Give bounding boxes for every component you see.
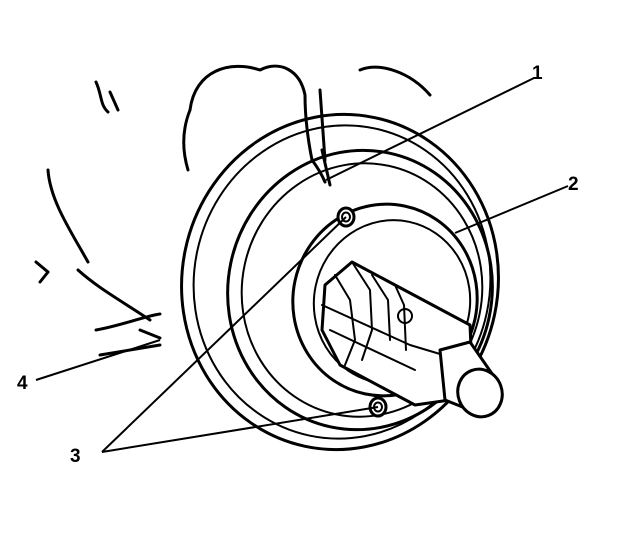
seal-bore: [180, 112, 500, 452]
leader-lines: [35, 77, 569, 453]
callout-4: 4: [17, 373, 28, 394]
leader-1: [325, 77, 535, 181]
callout-labels: 1 2 3 4: [17, 63, 579, 467]
callout-2: 2: [568, 174, 579, 195]
leader-3a: [101, 216, 347, 453]
callout-1: 1: [532, 63, 543, 84]
leader-2: [454, 185, 569, 234]
leader-3b: [101, 406, 379, 453]
leader-4: [35, 339, 161, 381]
callout-3: 3: [70, 446, 81, 467]
splined-shaft: [320, 260, 504, 419]
